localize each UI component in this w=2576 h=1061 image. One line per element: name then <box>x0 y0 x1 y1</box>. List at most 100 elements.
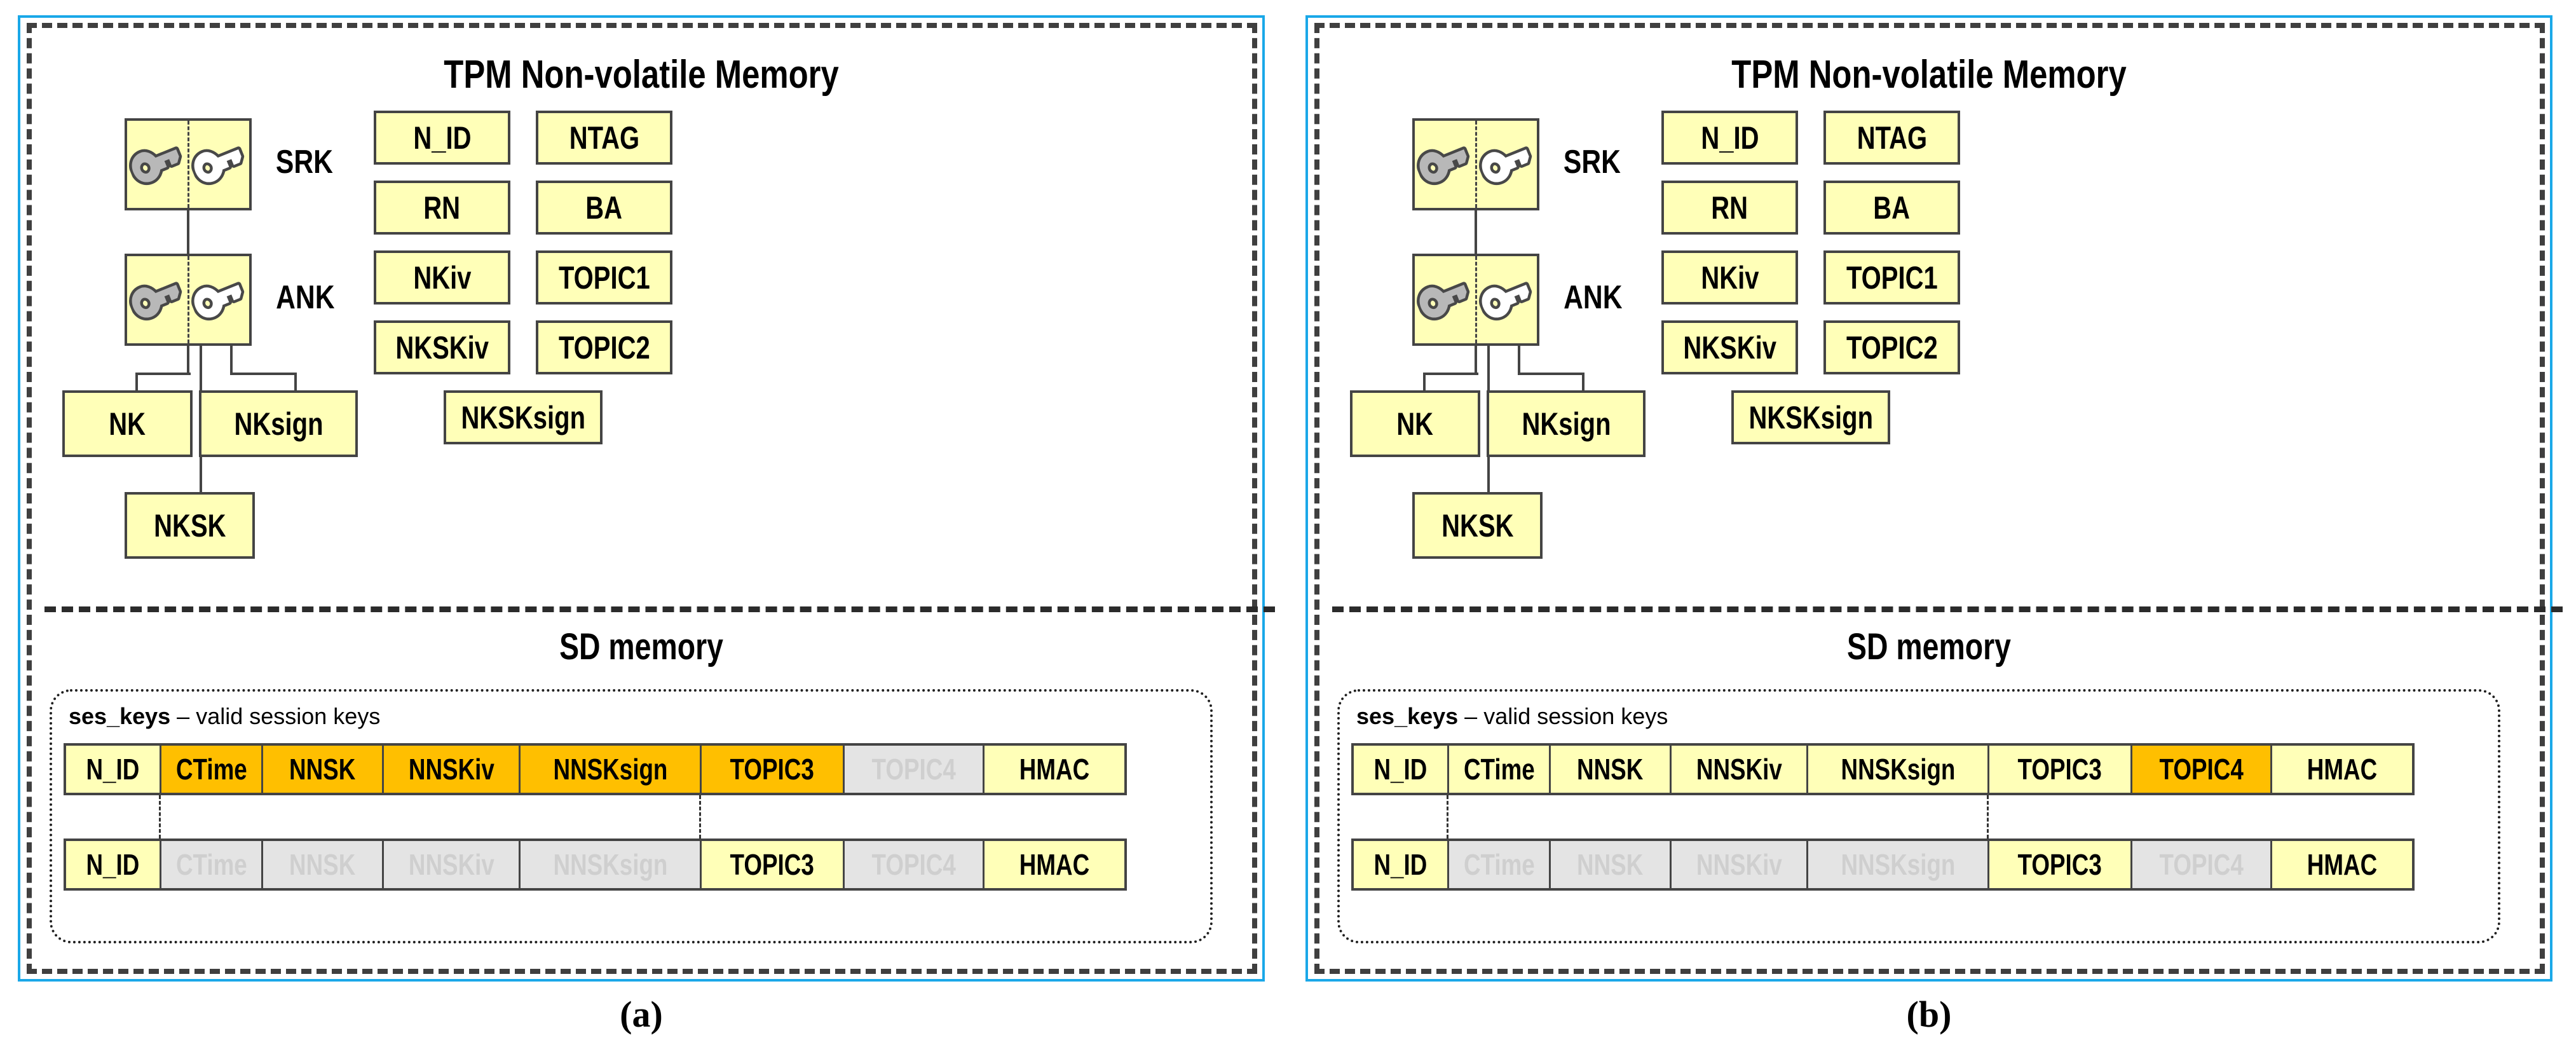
panel-caption: (b) <box>1906 994 1952 1035</box>
key-private-icon <box>1417 281 1470 320</box>
key-public-icon <box>1478 281 1532 320</box>
tpm-box-nksk: NKSK <box>125 492 255 559</box>
tpm-data-box-label: NTAG <box>569 120 639 156</box>
connector-ank-nk-h <box>135 373 191 375</box>
icon-slot-public <box>189 256 250 343</box>
ses-keys-cell-label: HMAC <box>1019 753 1090 786</box>
connector-ank-nksign-v <box>1582 373 1584 390</box>
row-link-right <box>1987 795 1989 839</box>
tpm-box-nksign: NKsign <box>1487 390 1646 457</box>
ses-keys-cell-nnsksign: NNSKsign <box>521 746 702 793</box>
ses-keys-label-rest: – valid session keys <box>170 703 381 729</box>
ses-keys-cell-nid: N_ID <box>66 746 161 793</box>
connector-ank-nksign-h <box>1518 373 1582 375</box>
connector-srk-ank <box>187 210 189 254</box>
ses-keys-cell-nnsk: NNSK <box>263 841 384 888</box>
tpm-data-box-topic1: TOPIC1 <box>1823 250 1960 305</box>
ses-keys-cell-hmac: HMAC <box>985 746 1124 793</box>
ses-keys-cell-ctime: CTime <box>161 746 263 793</box>
tpm-data-box-ntag: NTAG <box>536 111 672 165</box>
ses-keys-label: ses_keys – valid session keys <box>69 703 380 730</box>
tpm-data-box-label: RN <box>423 189 461 226</box>
ses-keys-label-bold: ses_keys <box>69 703 171 729</box>
ses-keys-cell-ctime: CTime <box>1449 746 1551 793</box>
ses-keys-cell-label: N_ID <box>86 753 140 786</box>
ses-keys-cell-label: NNSKiv <box>408 753 494 786</box>
row-link-left <box>1447 795 1448 839</box>
connector-srk-ank <box>1475 210 1477 254</box>
connector-ank-stub-right <box>230 346 233 373</box>
ses-keys-cell-label: NNSKsign <box>553 753 667 786</box>
key-node-label-ank: ANK <box>1557 278 1629 317</box>
ses-keys-cell-label: TOPIC4 <box>2159 848 2244 881</box>
ses-keys-cell-topic4: TOPIC4 <box>845 746 985 793</box>
ses-keys-cell-nnsk: NNSK <box>263 746 384 793</box>
tpm-data-box-nid: N_ID <box>1661 111 1798 165</box>
tpm-data-box-label: NKiv <box>1700 259 1759 296</box>
connector-ank-nksign-v <box>294 373 297 390</box>
icon-slot-private <box>1415 121 1477 208</box>
tpm-box-nk-label: NK <box>1396 406 1434 442</box>
ses-keys-cell-label: CTime <box>175 848 247 881</box>
ses-keys-cell-label: NNSKiv <box>408 848 494 881</box>
panel-caption: (a) <box>620 994 663 1035</box>
ses-keys-cell-label: TOPIC3 <box>730 848 815 881</box>
tpm-title: TPM Non-volatile Memory <box>444 53 839 97</box>
tpm-data-box-label: NTAG <box>1857 120 1927 156</box>
tpm-data-box-label: NKSKiv <box>395 329 489 366</box>
tpm-data-box-topic1: TOPIC1 <box>536 250 672 305</box>
ses-keys-cell-label: NNSKiv <box>1696 753 1782 786</box>
icon-slot-private <box>127 256 189 343</box>
ses-keys-cell-topic4: TOPIC4 <box>2132 746 2272 793</box>
tpm-data-box-ntag: NTAG <box>1823 111 1960 165</box>
tpm-data-box-label: NKiv <box>412 259 472 296</box>
key-node-label-srk: SRK <box>269 143 339 181</box>
key-public-icon <box>191 146 244 185</box>
row-link-left <box>159 795 161 839</box>
ses-keys-cell-nnskiv: NNSKiv <box>1672 746 1808 793</box>
ses-keys-cell-nnskiv: NNSKiv <box>384 841 521 888</box>
key-node-label-ank: ANK <box>269 278 341 317</box>
ses-keys-cell-label: TOPIC3 <box>730 753 815 786</box>
tpm-sd-divider <box>1332 606 2563 612</box>
tpm-data-box-nksksign: NKSKsign <box>444 390 603 444</box>
icon-slot-public <box>1477 121 1537 208</box>
tpm-data-box-label: NKSKiv <box>1683 329 1776 366</box>
tpm-title: TPM Non-volatile Memory <box>1731 53 2127 97</box>
ses-keys-cell-label: HMAC <box>1019 848 1090 881</box>
key-node-ank <box>1412 254 1539 346</box>
tpm-box-nk: NK <box>62 390 193 457</box>
ses-keys-cell-label: TOPIC4 <box>871 848 956 881</box>
tpm-data-box-label: RN <box>1711 189 1748 226</box>
tpm-data-box-topic2: TOPIC2 <box>536 320 672 374</box>
tpm-box-nksign: NKsign <box>199 390 358 457</box>
tpm-data-box-ba: BA <box>536 181 672 235</box>
sd-title: SD memory <box>1847 626 2011 667</box>
ses-keys-cell-label: N_ID <box>86 848 140 881</box>
panel-dashed-frame <box>1314 23 2545 974</box>
ses-keys-cell-nid: N_ID <box>1354 746 1449 793</box>
ses-keys-cell-nnsk: NNSK <box>1551 841 1672 888</box>
tpm-data-box-label: BA <box>585 189 623 226</box>
key-public-icon <box>1478 146 1532 185</box>
tpm-data-box-nksksign: NKSKsign <box>1731 390 1890 444</box>
ses-keys-cell-topic3: TOPIC3 <box>1989 841 2132 888</box>
ses-keys-cell-nid: N_ID <box>1354 841 1449 888</box>
ses-keys-label-bold: ses_keys <box>1356 703 1459 729</box>
ses-keys-cell-label: HMAC <box>2307 848 2378 881</box>
ses-keys-cell-nnskiv: NNSKiv <box>1672 841 1808 888</box>
tpm-data-box-label: N_ID <box>412 120 472 156</box>
ses-keys-container <box>1337 689 2500 943</box>
tpm-data-box-label: NKSKsign <box>461 399 585 435</box>
key-node-ank <box>125 254 252 346</box>
tpm-box-nksk: NKSK <box>1412 492 1543 559</box>
key-node-srk <box>1412 118 1539 210</box>
ses-keys-cell-topic3: TOPIC3 <box>1989 746 2132 793</box>
sd-title: SD memory <box>559 626 723 667</box>
ses-keys-cell-hmac: HMAC <box>985 841 1124 888</box>
